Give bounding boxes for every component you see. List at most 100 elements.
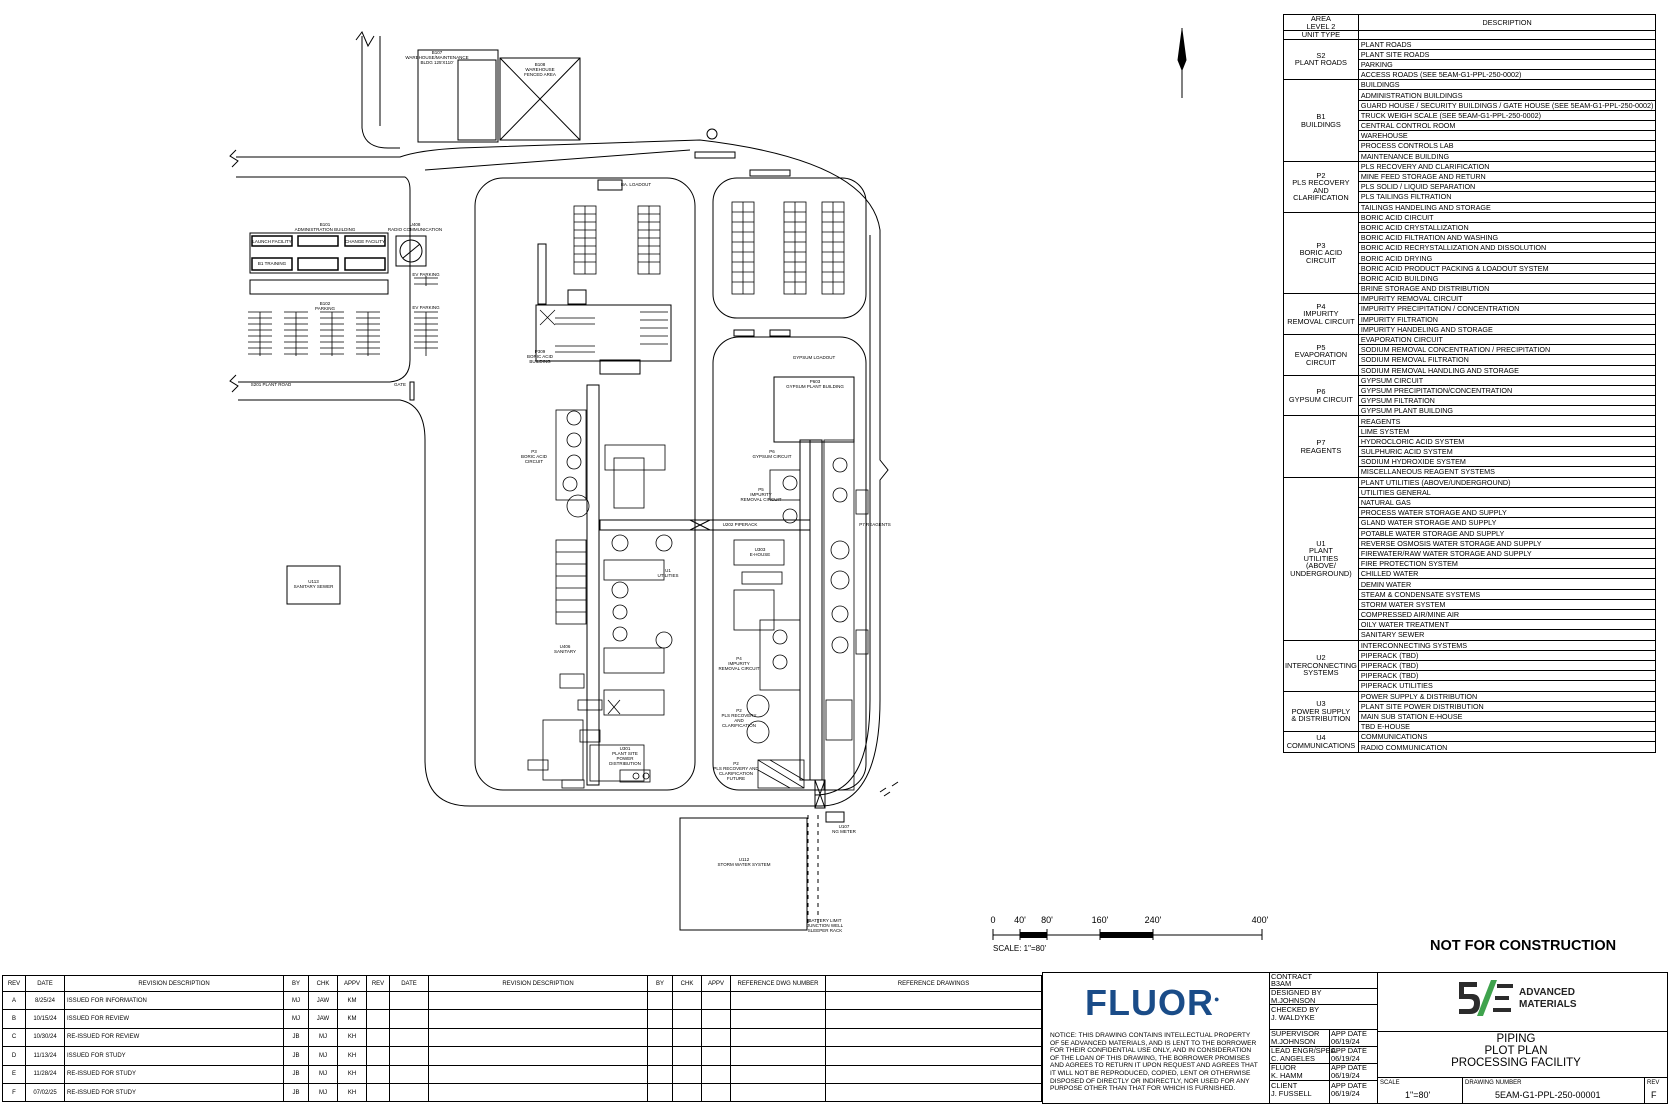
revision-chk: MJ: [308, 1027, 338, 1048]
area-description: GYPSUM PRECIPITATION/CONCENTRATION: [1357, 384, 1657, 397]
notice-text: NOTICE: THIS DRAWING CONTAINS INTELLECTU…: [1050, 1032, 1258, 1093]
label-p5: P5 IMPURITY REMOVAL CIRCUIT: [740, 487, 782, 502]
scale-tick-160: 160': [1091, 915, 1109, 925]
app-date-label-3: APP DATE: [1331, 1063, 1367, 1072]
revision-empty-cell: [825, 1027, 1042, 1048]
client-label: CLIENT: [1271, 1081, 1298, 1090]
revision-empty-cell: [825, 990, 1042, 1011]
revision-empty-cell: [730, 1009, 826, 1029]
revision-appv: KH: [337, 1064, 367, 1084]
label-b102: B102 PARKING: [315, 301, 335, 311]
revision-rev: C: [2, 1027, 26, 1048]
area-description: BORIC ACID PRODUCT PACKING & LOADOUT SYS…: [1357, 262, 1657, 274]
revision-rev: B: [2, 1009, 26, 1029]
area-description: TAILINGS HANDELING AND STORAGE: [1357, 201, 1657, 213]
scale-field-label: SCALE: [1380, 1080, 1400, 1086]
app-date-label-4: APP DATE: [1331, 1081, 1367, 1090]
area-description-table: AREA LEVEL 2 DESCRIPTION UNIT TYPE S2 PL…: [1283, 14, 1657, 753]
lead-label: LEAD ENGR/SPEC.: [1271, 1046, 1338, 1055]
rev-field-value: F: [1651, 1090, 1657, 1100]
lead-value: C. ANGELES: [1271, 1054, 1315, 1063]
area-description: PLS TAILINGS FILTRATION: [1357, 191, 1657, 203]
app-date-value-3: 06/19/24: [1331, 1071, 1360, 1080]
label-b107: B107 WAREHOUSE/MAINTENANCE BLDG 125'X110…: [405, 50, 469, 65]
area-description: FIRE PROTECTION SYSTEM: [1357, 558, 1657, 570]
revision-rev: E: [2, 1064, 26, 1084]
area-description: REVERSE OSMOSIS WATER STORAGE AND SUPPLY: [1357, 537, 1657, 549]
revision-empty-cell: [730, 1027, 826, 1048]
area-description: CHILLED WATER: [1357, 568, 1657, 580]
area-header-code: AREA LEVEL 2: [1283, 14, 1359, 31]
area-description: HYDROCLORIC ACID SYSTEM: [1357, 435, 1657, 448]
label-p2: P2 PLS RECOVERY AND CLARIFICATION: [721, 708, 757, 728]
area-description: IMPURITY REMOVAL CIRCUIT: [1357, 293, 1657, 305]
area-description: WAREHOUSE: [1357, 130, 1657, 142]
app-date-label-1: APP DATE: [1331, 1029, 1367, 1038]
revision-date: 10/30/24: [25, 1027, 65, 1048]
revision-chk: MJ: [308, 1064, 338, 1084]
revision-desc: RE-ISSUED FOR STUDY: [64, 1082, 284, 1103]
area-code: U4 COMMUNICATIONS: [1283, 731, 1359, 753]
label-p603: P603 GYPSUM PLANT BUILDING: [786, 379, 844, 389]
rev-header-rev-2: REV: [366, 975, 390, 992]
area-description: PROCESS WATER STORAGE AND SUPPLY: [1357, 507, 1657, 519]
unit-type-blank: [1357, 30, 1657, 40]
revision-empty-cell: [672, 1046, 702, 1066]
revision-empty-cell: [825, 1046, 1042, 1066]
area-description: PIPERACK (TBD): [1357, 659, 1657, 672]
revision-empty-cell: [647, 1046, 673, 1066]
contract-label: CONTRACT: [1271, 972, 1313, 981]
revision-empty-cell: [366, 990, 390, 1011]
unit-type-label: UNIT TYPE: [1283, 30, 1359, 40]
label-u301: U301 PLANT SITE POWER DISTRIBUTION: [609, 746, 641, 766]
area-code: P7 REAGENTS: [1283, 415, 1359, 478]
revision-by: JB: [283, 1046, 309, 1066]
scale-bar: [992, 929, 1263, 940]
revision-empty-cell: [825, 1082, 1042, 1103]
rev-header-by-2: BY: [647, 975, 673, 992]
revision-table: REV DATE REVISION DESCRIPTION BY CHK APP…: [2, 975, 1042, 1103]
label-ba-loadout: BA. LOADOUT: [620, 182, 652, 187]
label-battery: BATTERY LIMIT JUNCTION WELL SLEEPER RACK: [806, 918, 844, 933]
revision-by: JB: [283, 1027, 309, 1048]
area-description: BORIC ACID RECRYSTALLIZATION AND DISSOLU…: [1357, 242, 1657, 254]
revision-empty-cell: [672, 1027, 702, 1048]
label-s201: S201 PLANT ROAD: [250, 382, 292, 387]
supervisor-label: SUPERVISOR: [1271, 1029, 1320, 1038]
area-description: BORIC ACID CIRCUIT: [1357, 211, 1657, 223]
revision-empty-cell: [701, 1082, 731, 1103]
area-description: PIPERACK (TBD): [1357, 649, 1657, 661]
revision-empty-cell: [701, 990, 731, 1011]
label-u107: U107 NG METER: [832, 824, 856, 834]
area-description: REAGENTS: [1357, 415, 1657, 427]
area-description: MISCELLANEOUS REAGENT SYSTEMS: [1357, 466, 1657, 478]
title-block-dwg-cell: [1462, 1077, 1645, 1104]
designed-by-value: M.JOHNSON: [1271, 996, 1316, 1005]
area-code: S2 PLANT ROADS: [1283, 38, 1359, 81]
rev-header-chk-2: CHK: [672, 975, 702, 992]
area-description: BRINE STORAGE AND DISTRIBUTION: [1357, 282, 1657, 295]
scale-tick-80: 80': [1041, 915, 1053, 925]
drawing-title: PIPING PLOT PLAN PROCESSING FACILITY: [1378, 1033, 1654, 1069]
revision-empty-cell: [428, 990, 648, 1011]
revision-empty-cell: [672, 1082, 702, 1103]
revision-empty-cell: [389, 1027, 429, 1048]
north-arrow-icon: [1177, 28, 1187, 98]
revision-date: 07/02/25: [25, 1082, 65, 1103]
label-launch2: CHANGE FACILITY: [345, 239, 386, 244]
revision-empty-cell: [647, 990, 673, 1011]
revision-empty-cell: [825, 1009, 1042, 1029]
area-description: CENTRAL CONTROL ROOM: [1357, 119, 1657, 132]
revision-empty-cell: [647, 1009, 673, 1029]
area-description: LIME SYSTEM: [1357, 425, 1657, 437]
revision-desc: ISSUED FOR INFORMATION: [64, 990, 284, 1011]
label-u112: U112 STORM WATER SYSTEM: [717, 857, 771, 867]
